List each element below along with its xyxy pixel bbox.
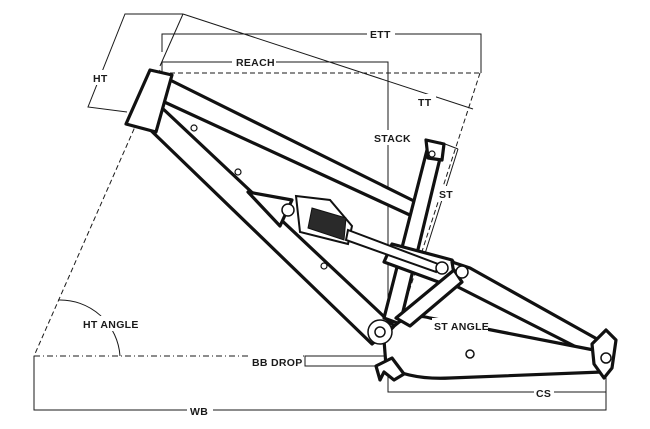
shock-front-eyelet [281,203,295,217]
shock-shaft [344,228,440,274]
label-reach: REACH [236,57,275,69]
ht-angle-arc [57,299,121,357]
bb-drop-dimension [304,355,388,367]
seat-tube-axis-line [387,72,481,357]
bottle-bolt-icon [320,262,328,270]
shock-rear-eyelet [435,261,449,275]
rear-shock [281,194,449,275]
chainstay-pivot [465,349,475,359]
seat-collar [424,138,446,162]
label-st: ST [439,189,453,201]
stay-bridge [394,268,464,328]
ett-dimension [161,33,482,73]
bottle-bolt-icon [190,124,198,132]
label-ett: ETT [370,29,391,41]
tt-dimension [182,13,474,110]
label-st-angle: ST ANGLE [434,321,489,333]
label-bb-drop: BB DROP [252,357,303,369]
head-tube [124,68,174,134]
shock-body-icon [307,207,347,241]
label-wb: WB [190,406,208,418]
label-ht-angle: HT ANGLE [83,319,139,331]
dimension-labels: ETT REACH HT TT STACK ST HT ANGLE ST ANG… [80,26,554,418]
label-cs: CS [536,388,551,400]
label-stack: STACK [374,133,411,145]
rear-axle-pivot [600,352,612,364]
label-tt: TT [418,97,432,109]
rocker-pivot [455,265,469,279]
bottle-bolt-icon [234,168,242,176]
ht-dimension [87,13,183,113]
bike-frame [124,68,618,382]
label-ht: HT [93,73,108,85]
hardware [190,124,612,364]
wb-dimension [33,356,607,411]
seat-clamp-bolt-icon [428,150,436,158]
chainguide-tab [374,356,406,382]
